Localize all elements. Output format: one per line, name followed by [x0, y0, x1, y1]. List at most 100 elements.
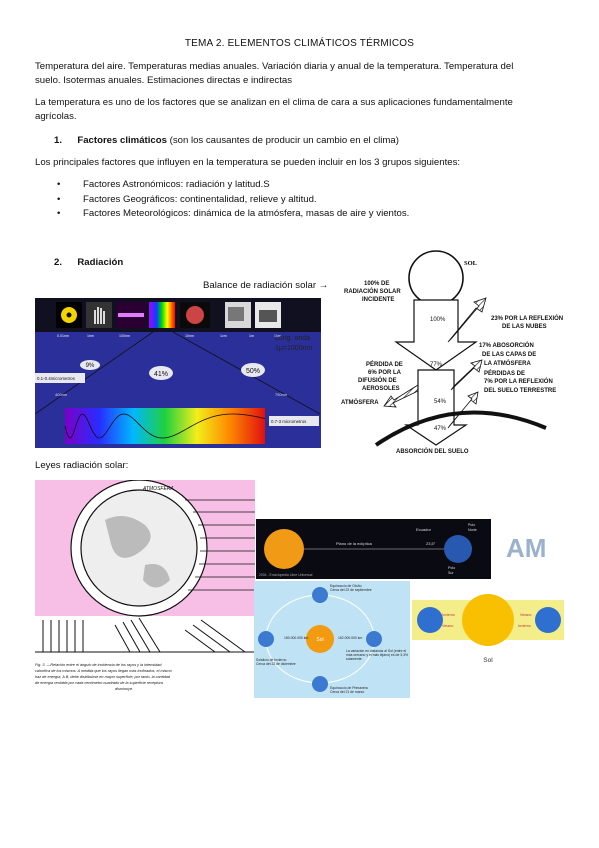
svg-text:1m: 1m [249, 334, 254, 338]
intro-line-1: Temperatura del aire. Temperaturas media… [35, 61, 514, 72]
svg-text:0.01nm: 0.01nm [57, 334, 69, 338]
seasons-figure: Sol Invierno Verano Verano Invierno [412, 582, 564, 678]
range-left-box [35, 373, 85, 383]
para-line-1: La temperatura es uno de los factores qu… [35, 97, 513, 108]
eq-prim-2: Cerca del 21 de marzo [330, 690, 364, 694]
range-left: 0.1-0.4micrometros [37, 376, 76, 381]
bullet-list: •Factores Astronómicos: radiación y lati… [57, 178, 409, 222]
polo-sur-1: Polo [448, 566, 455, 570]
sun-icon [462, 594, 514, 646]
polo-norte-1: Polo [468, 523, 475, 527]
sol-inv-1: Solsticio de Invierno [256, 658, 286, 662]
section-1-number: 1. [54, 135, 63, 146]
ecuador-label: Ecuador [416, 527, 432, 532]
suelo-label-3: DEL SUELO TERRESTRE [484, 388, 556, 394]
wl-right: 750nm [275, 392, 288, 397]
aerosol-loss-arrow [383, 384, 419, 408]
verano-left: Verano [442, 624, 453, 628]
section-2-heading: 2. Radiación [54, 256, 123, 270]
polo-sur-2: Sur [448, 571, 454, 575]
eq-otono-1: Equinoccio de Otoño [330, 584, 362, 588]
groups-intro: Los principales factores que influyen en… [35, 157, 461, 168]
earth-left-icon [417, 607, 443, 633]
pct-47: 47% [434, 426, 447, 432]
cloud-reflection-arrow [447, 297, 487, 343]
atmosphere-absorption-arrow [450, 359, 483, 391]
fig-caption-4: de energía recibida por cada centímetro … [35, 681, 163, 685]
sun-label: Sol [483, 657, 493, 664]
svg-text:1nm: 1nm [87, 334, 94, 338]
verano-right: Verano [520, 613, 531, 617]
pct-left-bubble [80, 360, 100, 370]
wave-curve [64, 413, 266, 439]
incident-label-1: 100% DE [364, 281, 389, 287]
bullet-icon: • [57, 193, 61, 205]
ray-diagrams [35, 617, 255, 653]
plano-label: Plano de la eclíptica [336, 541, 373, 546]
onda-label-2: 1µ=1000nm [275, 345, 312, 352]
prism-thumb [149, 302, 175, 328]
bullet-icon: • [57, 179, 61, 190]
radiation-balance-figure: SOL 100% DE RADIACIÓN SOLAR INCIDENTE 10… [336, 250, 588, 455]
pct-mid-bubble [149, 366, 173, 380]
incident-label-2: RADIACIÓN SOLAR [344, 287, 401, 295]
atmosfera-label: ATMOSFERA [142, 486, 174, 492]
sun-icon [306, 625, 334, 653]
pct-100: 100% [430, 317, 446, 323]
leyes-caption: Leyes radiación solar: [35, 460, 129, 471]
earth-right-icon [366, 631, 382, 647]
sun-label: Sol [316, 637, 323, 643]
absorcion-label-3: LA ATMÓSFERA [484, 359, 531, 367]
sun-icon [264, 529, 304, 569]
svg-text:1km: 1km [274, 334, 281, 338]
onda-label-1: Long. onda [275, 335, 310, 342]
fig-caption-3: haz de energía, A B, debe distribuirse e… [35, 675, 171, 679]
pct-left: 9% [86, 363, 95, 369]
dist-left: 150.000.000 km [284, 636, 308, 640]
suelo-label-1: PÉRDIDAS DE [484, 369, 525, 377]
absorcion-label-1: 17% ABOSORCIÓN [479, 341, 534, 349]
nubes-label-2: DE LAS NUBES [502, 324, 547, 330]
distance-note: La variación en distancia al Sol (entre … [346, 649, 408, 661]
list-item: •Factores Astronómicos: radiación y lati… [57, 178, 409, 193]
perdida-label-2: 6% POR LA [368, 370, 402, 376]
section-1-rest: (son los causantes de producir un cambio… [166, 135, 399, 146]
earth-left-icon [258, 631, 274, 647]
orbit-figure: Sol Equinoccio de Otoño Cerca del 22 de … [254, 581, 410, 698]
earth-right-icon [535, 607, 561, 633]
fig-caption-1: Fig. 3. —Relación entre el ángulo de inc… [35, 663, 162, 667]
fig-caption-2: calorífica de los mismos. A medida que l… [35, 669, 172, 673]
intro-paragraph: Temperatura del aire. Temperaturas media… [35, 60, 575, 88]
pct-right-bubble [241, 363, 265, 377]
logo-panel [491, 519, 563, 579]
pct-mid: 41% [154, 371, 168, 378]
incidence-figure: ATMOSFERA Fig. 3. —Relación entre el áng… [35, 480, 255, 698]
credit-label: 2004 - Enciclopedia Libre Universal [259, 573, 313, 577]
eq-otono-2: Cerca del 22 de septiembre [330, 588, 372, 592]
suelo-label-2: 7% POR LA REFLEXIÓN [484, 377, 553, 385]
pct-right: 50% [246, 368, 260, 375]
earth-bottom-icon [312, 676, 328, 692]
section-2-number: 2. [54, 257, 63, 268]
polo-norte-2: Norte [468, 528, 477, 532]
ecliptic-figure: AM Plano de la eclíptica Ecuador 23,5° P… [256, 519, 563, 579]
nubes-label-1: 23% POR LA REFLEXIÓN [491, 314, 563, 322]
intro-line-2: suelo. Isotermas anuales. Estimaciones d… [35, 75, 293, 86]
bullet-icon: • [57, 208, 61, 219]
earth-surface [374, 410, 547, 447]
invierno-right: Invierno [518, 624, 531, 628]
perdida-label-1: PÉRDIDA DE [366, 360, 403, 368]
pct-54: 54% [434, 399, 447, 405]
logo-text: AM [506, 533, 546, 563]
sun-circle [408, 250, 464, 306]
visible-spectrum-band [65, 408, 265, 444]
range-right-box [269, 416, 319, 426]
incident-arrow [394, 299, 478, 371]
sun-label: SOL [464, 260, 478, 267]
fig-caption-5: disminuye. [115, 687, 133, 691]
angle-label: 23,5° [426, 541, 436, 546]
range-right: 0.7-3 micrometros [271, 419, 307, 424]
wl-left: 400nm [55, 392, 68, 397]
svg-text:10nm: 10nm [185, 334, 194, 338]
